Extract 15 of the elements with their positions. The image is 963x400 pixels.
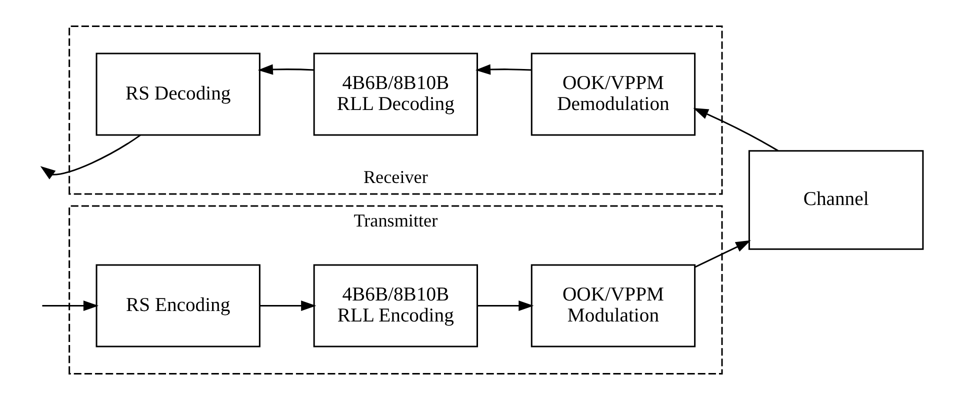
- arrow: [694, 240, 750, 268]
- node-box: 4B6B/8B10B RLL Encoding: [312, 264, 478, 348]
- node-box: 4B6B/8B10B RLL Decoding: [312, 52, 478, 136]
- arrow: [42, 300, 98, 312]
- arrow: [692, 108, 778, 152]
- node-box: OOK/VPPM Modulation: [530, 264, 696, 348]
- node-box: OOK/VPPM Demodulation: [530, 52, 696, 136]
- arrow: [474, 64, 532, 75]
- node-box: RS Encoding: [95, 264, 260, 348]
- arrow: [257, 64, 314, 75]
- arrow: [477, 300, 534, 312]
- arrow: [260, 300, 316, 312]
- node-box: Channel: [748, 150, 924, 250]
- arrow: [40, 134, 140, 180]
- node-box: RS Decoding: [95, 52, 260, 136]
